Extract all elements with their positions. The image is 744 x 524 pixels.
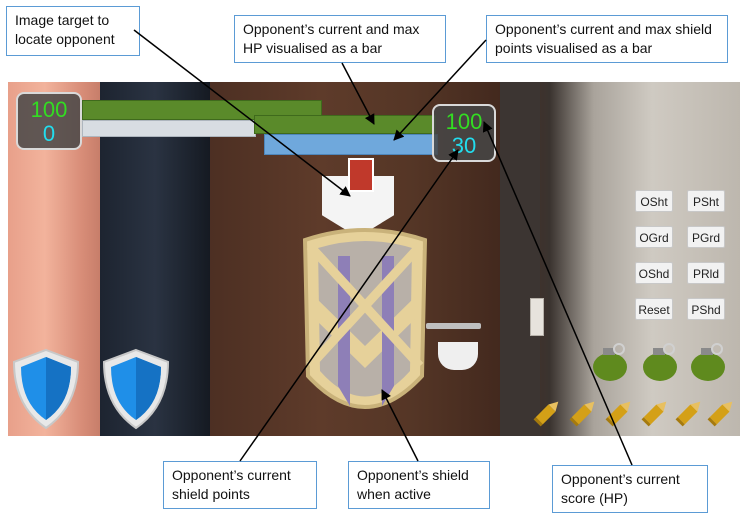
ar-camera-view: 100 0 100 30 OSht PSht OGrd PGrd OShd PR… <box>8 82 740 436</box>
player-score-badge: 100 0 <box>16 92 82 150</box>
light-switch <box>530 298 544 336</box>
ogrd-button[interactable]: OGrd <box>635 226 673 248</box>
osht-button[interactable]: OSht <box>635 190 673 212</box>
shield-chevron <box>314 296 416 368</box>
pgrd-button[interactable]: PGrd <box>687 226 725 248</box>
callout-shield-bar: Opponent’s current and max shield points… <box>486 15 728 63</box>
shield-cross <box>306 242 424 370</box>
leader-shield-points <box>239 149 459 462</box>
oshd-button[interactable]: OShd <box>635 262 673 284</box>
prld-button[interactable]: PRld <box>687 262 725 284</box>
bullet-icon <box>641 401 667 427</box>
leader-hp-bar <box>341 62 375 125</box>
callout-image-target: Image target to locate opponent <box>6 6 140 56</box>
leader-shield-active <box>381 389 419 462</box>
shield-charge-icon <box>12 348 80 430</box>
callout-shield-points: Opponent’s current shield points <box>163 461 317 509</box>
bullet-icon <box>707 401 733 427</box>
pshd-button[interactable]: PShd <box>687 298 725 320</box>
bullet-icon <box>675 401 701 427</box>
image-target-picture <box>348 158 374 192</box>
psht-button[interactable]: PSht <box>687 190 725 212</box>
grenade-icon <box>593 343 627 381</box>
callout-hp-bar: Opponent’s current and max HP visualised… <box>234 15 446 63</box>
callout-shield-active: Opponent’s shield when active <box>348 461 490 509</box>
leader-image-target <box>133 29 351 197</box>
player-hp-value: 100 <box>30 97 68 122</box>
shield-charge-icon <box>102 348 170 430</box>
opponent-score-badge: 100 30 <box>432 104 496 162</box>
mask <box>438 342 478 370</box>
reset-button[interactable]: Reset <box>635 298 673 320</box>
door-handle <box>426 323 481 329</box>
callout-score: Opponent’s current score (HP) <box>552 465 708 513</box>
opponent-hp-value: 100 <box>445 109 483 134</box>
leader-shield-bar <box>393 39 487 141</box>
leader-score <box>482 121 633 466</box>
grenade-icon <box>691 343 725 381</box>
bullet-icon <box>569 401 595 427</box>
bullet-icon <box>533 401 559 427</box>
opponent-shield-graphic <box>302 228 428 409</box>
grenade-icon <box>643 343 677 381</box>
player-shield-value: 0 <box>42 121 56 146</box>
door-frame <box>500 82 540 436</box>
